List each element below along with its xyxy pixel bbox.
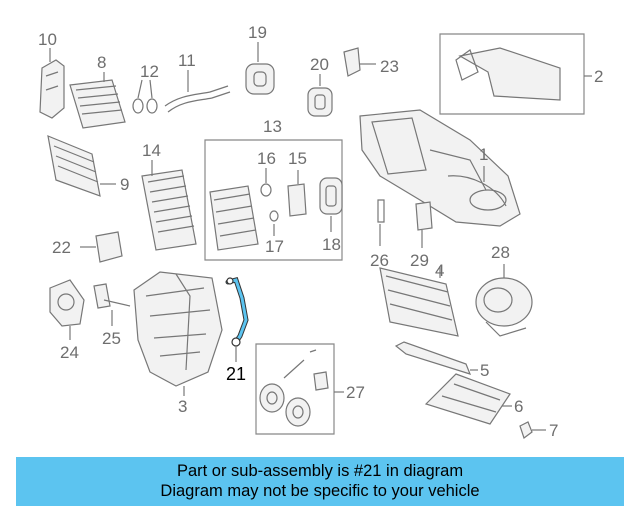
- callout-27: 27: [346, 383, 365, 402]
- callout-4: 4: [435, 261, 444, 280]
- part-10: [39, 48, 65, 119]
- callout-29: 29: [410, 251, 429, 270]
- part-2: [439, 33, 592, 115]
- part-22: [80, 231, 123, 263]
- callout-1: 1: [479, 145, 488, 164]
- part-18: [319, 177, 343, 232]
- part-27: [259, 349, 344, 427]
- part-1: [359, 109, 521, 227]
- callout-14: 14: [142, 141, 161, 160]
- callout-10: 10: [38, 30, 57, 49]
- part-4: [379, 266, 459, 337]
- part-25: [93, 283, 131, 326]
- banner-line-1: Part or sub-assembly is #21 in diagram: [176, 462, 464, 480]
- callout-26: 26: [370, 251, 389, 270]
- callout-8: 8: [97, 53, 106, 72]
- part-5: [394, 341, 478, 375]
- part-9: [47, 135, 116, 197]
- callout-12: 12: [140, 62, 159, 81]
- part-3: [133, 271, 223, 396]
- callout-7: 7: [549, 421, 558, 440]
- part-23: [343, 47, 376, 77]
- callout-21: 21: [226, 364, 246, 384]
- callout-22: 22: [52, 238, 71, 257]
- callout-6: 6: [514, 397, 523, 416]
- callout-24: 24: [60, 343, 79, 362]
- part-24: [49, 279, 85, 340]
- part-29: [415, 201, 433, 248]
- callout-9: 9: [120, 175, 129, 194]
- callout-18: 18: [322, 235, 341, 254]
- part-6: [424, 373, 512, 425]
- part-11: [164, 70, 231, 113]
- callout-16: 16: [257, 149, 276, 168]
- part-17: [269, 210, 279, 236]
- part-28: [475, 264, 533, 337]
- callout-17: 17: [265, 237, 284, 256]
- callout-2: 2: [594, 67, 603, 86]
- callout-28: 28: [491, 243, 510, 262]
- callout-11: 11: [178, 51, 196, 70]
- callout-20: 20: [310, 55, 329, 74]
- part-14: [141, 160, 197, 251]
- part-12: [132, 79, 158, 114]
- banner-line-2: Diagram may not be specific to your vehi…: [160, 482, 480, 500]
- callout-5: 5: [480, 361, 489, 380]
- callout-15: 15: [288, 149, 307, 168]
- group-27-box: [255, 343, 335, 435]
- part-20: [307, 74, 333, 117]
- part-8: [69, 72, 126, 129]
- part-16: [260, 168, 272, 197]
- info-banner: Part or sub-assembly is #21 in diagram D…: [16, 457, 624, 506]
- callout-3: 3: [178, 397, 187, 416]
- callout-23: 23: [380, 57, 399, 76]
- part-19: [245, 42, 275, 95]
- part-7: [519, 421, 546, 439]
- callout-13: 13: [263, 117, 282, 136]
- group-13-box: [204, 139, 343, 261]
- callout-19: 19: [248, 23, 267, 42]
- part-26: [377, 199, 385, 246]
- part-21-hose: [225, 277, 249, 362]
- callout-25: 25: [102, 329, 121, 348]
- part-15: [287, 170, 307, 217]
- evaporator-core: [209, 185, 259, 251]
